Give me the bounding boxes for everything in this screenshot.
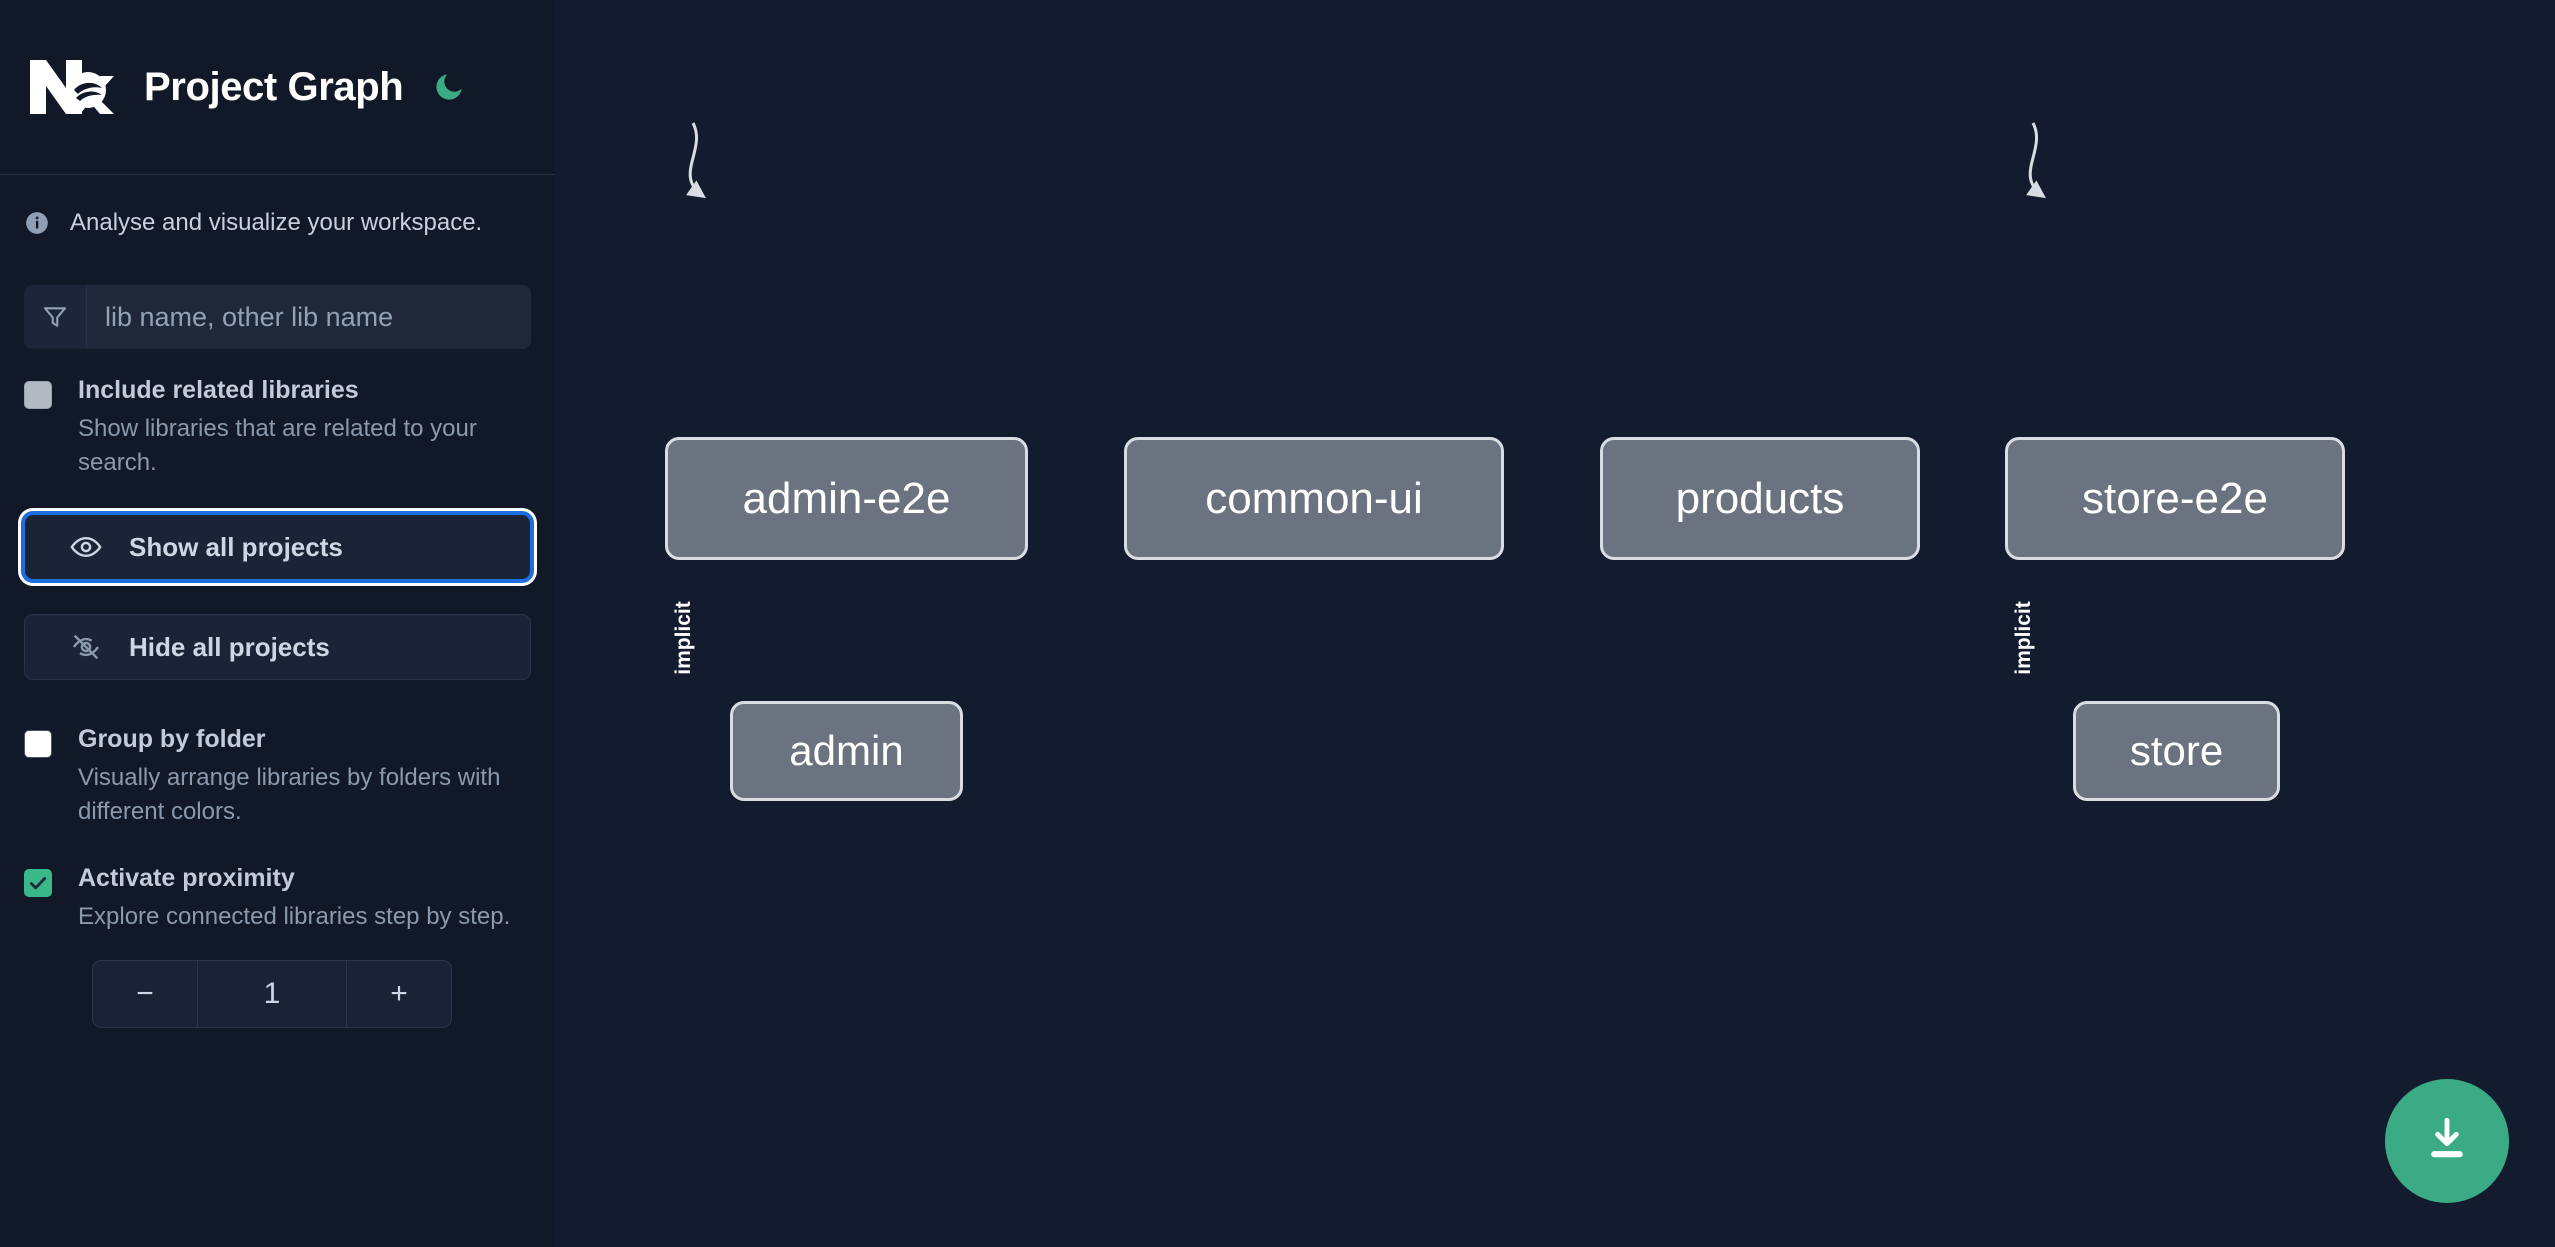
header-divider — [0, 174, 555, 175]
sidebar-header: Project Graph — [0, 0, 555, 174]
option-texts: Group by folder Visually arrange librari… — [78, 724, 518, 829]
proximity-stepper[interactable]: − 1 + — [92, 960, 452, 1028]
search-input[interactable] — [87, 285, 531, 349]
checkbox-activate-proximity[interactable] — [24, 869, 52, 897]
graph-node-common-ui[interactable]: common-ui — [1124, 437, 1504, 560]
graph-canvas[interactable]: admin-e2e common-ui products store-e2e a… — [555, 0, 2555, 1247]
graph-edges — [686, 122, 2046, 199]
graph-node-store[interactable]: store — [2073, 701, 2280, 801]
hide-all-projects-button[interactable]: Hide all projects — [24, 614, 531, 680]
nx-logo-icon — [26, 56, 118, 118]
graph-node-store-e2e[interactable]: store-e2e — [2005, 437, 2345, 560]
info-circle-icon — [24, 210, 50, 236]
checkbox-include-related-libraries[interactable] — [24, 381, 52, 409]
graph-node-label: store — [2129, 727, 2224, 774]
stepper-decrement-button[interactable]: − — [93, 961, 198, 1027]
eye-off-icon — [67, 628, 105, 666]
option-title: Include related libraries — [78, 376, 359, 404]
stepper-increment-button[interactable]: + — [390, 977, 408, 1010]
option-texts: Activate proximity Explore connected lib… — [78, 863, 510, 934]
show-all-projects-label: Show all projects — [129, 531, 343, 562]
hide-all-projects-label: Hide all projects — [129, 631, 330, 662]
graph-node-label: common-ui — [1205, 473, 1423, 523]
checkbox-group-by-folder[interactable] — [24, 730, 52, 758]
sidebar: Project Graph Analyse and visualize your… — [0, 0, 574, 1247]
graph-node-admin-e2e[interactable]: admin-e2e — [665, 437, 1028, 560]
edge-store-e2e-to-store — [2026, 122, 2046, 199]
option-description: Visually arrange libraries by folders wi… — [78, 764, 501, 825]
moon-icon[interactable] — [427, 65, 471, 109]
download-icon — [2419, 1111, 2475, 1172]
option-title: Group by folder — [78, 725, 266, 753]
option-title: Activate proximity — [78, 864, 295, 892]
filter-funnel-icon — [24, 285, 87, 349]
show-all-projects-button[interactable]: Show all projects — [24, 514, 531, 580]
option-description: Explore connected libraries step by step… — [78, 903, 511, 930]
workspace-info-text: Analyse and visualize your workspace. — [70, 209, 483, 236]
graph-node-admin[interactable]: admin — [730, 701, 963, 801]
stepper-value[interactable]: 1 — [198, 961, 347, 1027]
page-title: Project Graph — [144, 64, 404, 109]
option-activate-proximity[interactable]: Activate proximity Explore connected lib… — [24, 863, 531, 934]
option-description: Show libraries that are related to your … — [78, 415, 477, 476]
edge-label-implicit-admin: implicit — [671, 601, 695, 675]
workspace-info: Analyse and visualize your workspace. — [0, 175, 555, 267]
edge-admin-e2e-to-admin — [686, 122, 706, 199]
option-include-related-libraries[interactable]: Include related libraries Show libraries… — [24, 375, 531, 480]
option-texts: Include related libraries Show libraries… — [78, 375, 518, 480]
graph-node-label: admin-e2e — [742, 473, 951, 523]
eye-icon — [67, 528, 105, 566]
download-graph-button[interactable] — [2385, 1079, 2509, 1203]
graph-node-products[interactable]: products — [1600, 437, 1920, 560]
search-field[interactable] — [24, 285, 531, 349]
graph-node-label: products — [1675, 473, 1845, 523]
option-group-by-folder[interactable]: Group by folder Visually arrange librari… — [24, 724, 531, 829]
graph-node-label: admin — [789, 727, 904, 774]
graph-node-label: store-e2e — [2082, 473, 2268, 523]
edge-label-implicit-store: implicit — [2011, 601, 2035, 675]
